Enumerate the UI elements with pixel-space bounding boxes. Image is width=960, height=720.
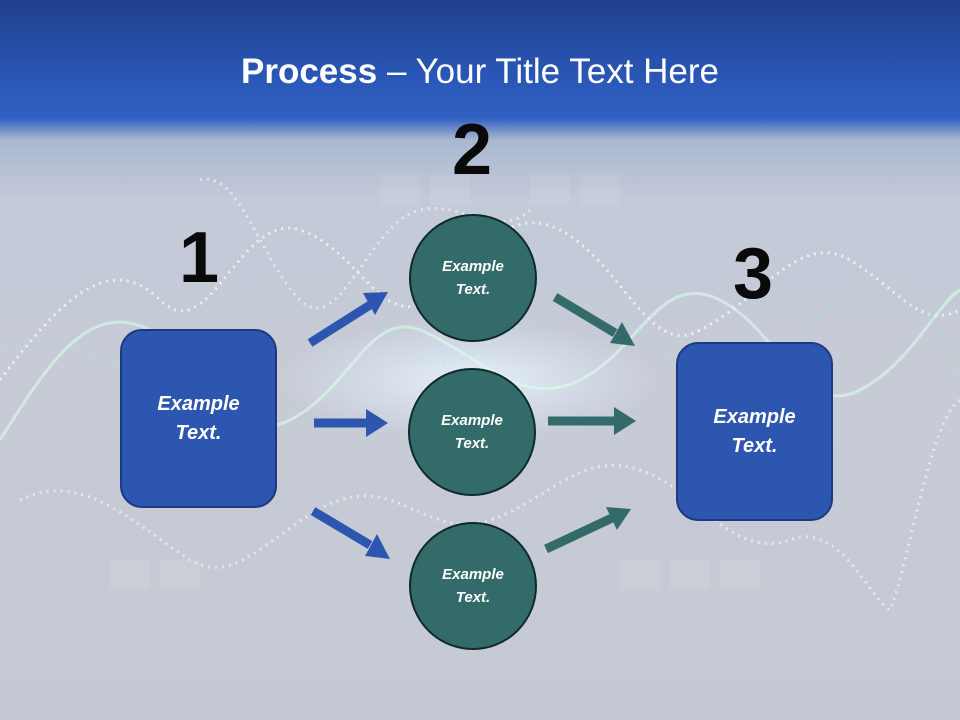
arrow-left-to-bottom [310, 507, 390, 559]
step-number-3: 3 [732, 234, 774, 314]
title-rest: – Your Title Text Here [377, 52, 719, 91]
title-bold: Process [241, 52, 378, 91]
arrow-middle-to-right [548, 407, 636, 435]
page-title: Process – Your Title Text Here [0, 52, 960, 92]
left-box: Example Text. [120, 329, 277, 508]
arrow-bottom-to-right [544, 507, 631, 554]
circle-top-text: Example Text. [442, 258, 504, 298]
right-box: Example Text. [676, 342, 833, 521]
left-box-text: Example Text. [157, 392, 240, 444]
circle-top: Example Text. [409, 214, 537, 342]
circle-bottom: Example Text. [409, 522, 537, 650]
arrow-left-to-top [307, 292, 388, 347]
circle-middle-text: Example Text. [441, 412, 503, 452]
arrow-top-to-right [552, 293, 635, 346]
arrow-left-to-middle [314, 409, 388, 437]
step-number-1: 1 [178, 218, 220, 298]
circle-bottom-text: Example Text. [442, 566, 504, 606]
step-number-2: 2 [451, 110, 493, 190]
right-box-text: Example Text. [713, 405, 796, 457]
circle-middle: Example Text. [408, 368, 536, 496]
